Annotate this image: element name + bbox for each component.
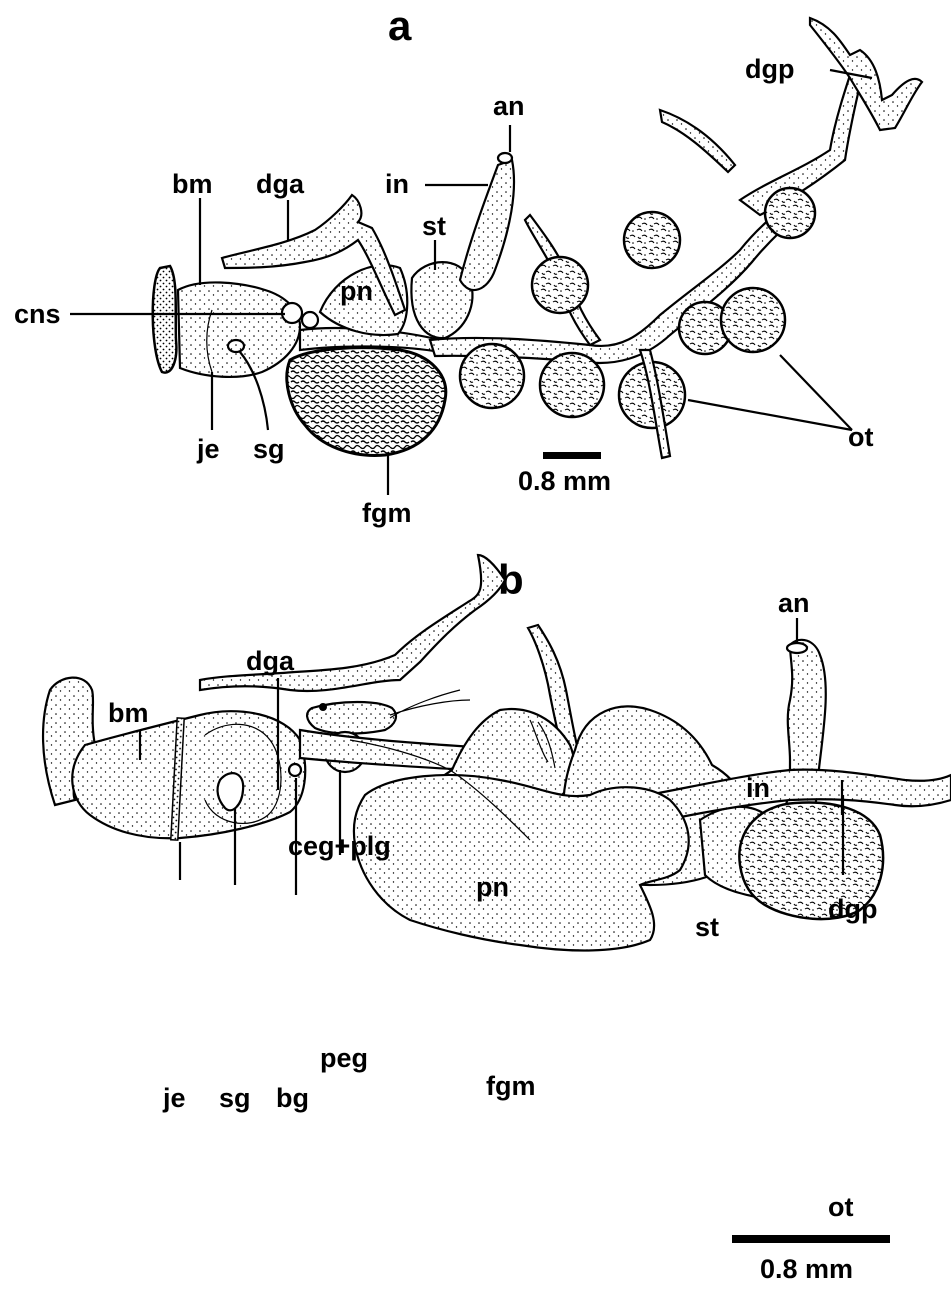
b-label-dgp: dgp <box>828 894 877 924</box>
a-label-cns: cns <box>14 299 61 329</box>
a-ovotestis-7 <box>721 288 785 352</box>
b-label-ot: ot <box>828 1192 853 1222</box>
a-label-dga: dga <box>256 169 305 199</box>
a-dgp-side <box>660 110 735 172</box>
b-anus <box>787 643 807 653</box>
a-dgp-tips <box>810 18 922 130</box>
b-scale-label: 0.8 mm <box>760 1254 853 1284</box>
b-buccal-body <box>72 711 305 838</box>
a-label-ot: ot <box>848 422 873 452</box>
panel-a: a <box>14 2 922 528</box>
panel-b: b <box>43 555 951 1284</box>
a-label-sg: sg <box>253 434 285 464</box>
a-label-an: an <box>493 91 525 121</box>
b-label-je: je <box>162 1083 186 1113</box>
b-label-st: st <box>695 912 719 942</box>
a-label-fgm: fgm <box>362 498 412 528</box>
a-label-bm: bm <box>172 169 213 199</box>
a-scale-bar <box>543 452 601 459</box>
b-label-an: an <box>778 588 810 618</box>
b-label-bm: bm <box>108 698 149 728</box>
a-ovotestis-4 <box>532 257 588 313</box>
b-female-gland-mass <box>354 775 689 950</box>
a-label-je: je <box>196 434 220 464</box>
b-label-pn: pn <box>476 872 509 902</box>
b-label-peg: peg <box>320 1043 368 1073</box>
a-buccal-lip <box>153 266 177 373</box>
b-label-fgm: fgm <box>486 1071 536 1101</box>
b-label-in: in <box>746 773 770 803</box>
b-eye-spot <box>319 703 327 711</box>
b-buccal-ganglion <box>289 764 301 776</box>
panel-a-letter: a <box>388 2 412 49</box>
a-label-in: in <box>385 169 409 199</box>
a-ovotestis-2 <box>540 353 604 417</box>
b-label-bg: bg <box>276 1083 309 1113</box>
b-label-sg: sg <box>219 1083 251 1113</box>
b-scale-bar <box>732 1235 890 1243</box>
a-anus <box>498 153 512 163</box>
a-label-dgp: dgp <box>745 54 794 84</box>
b-label-dga: dga <box>246 646 295 676</box>
a-buccal-mass <box>178 282 300 377</box>
a-ovotestis-5 <box>624 212 680 268</box>
a-label-pn: pn <box>340 276 373 306</box>
b-salivary-gland <box>218 773 244 810</box>
a-female-gland-mass <box>287 348 446 456</box>
a-ovotestis-1 <box>460 344 524 408</box>
a-ovotestis-8 <box>765 188 815 238</box>
a-salivary-gland <box>228 340 244 352</box>
a-scale-label: 0.8 mm <box>518 466 611 496</box>
b-label-ceg-plg: ceg+plg <box>288 831 391 861</box>
a-cns-ganglion-2 <box>302 312 318 328</box>
a-intestine <box>460 160 514 290</box>
a-label-st: st <box>422 211 446 241</box>
